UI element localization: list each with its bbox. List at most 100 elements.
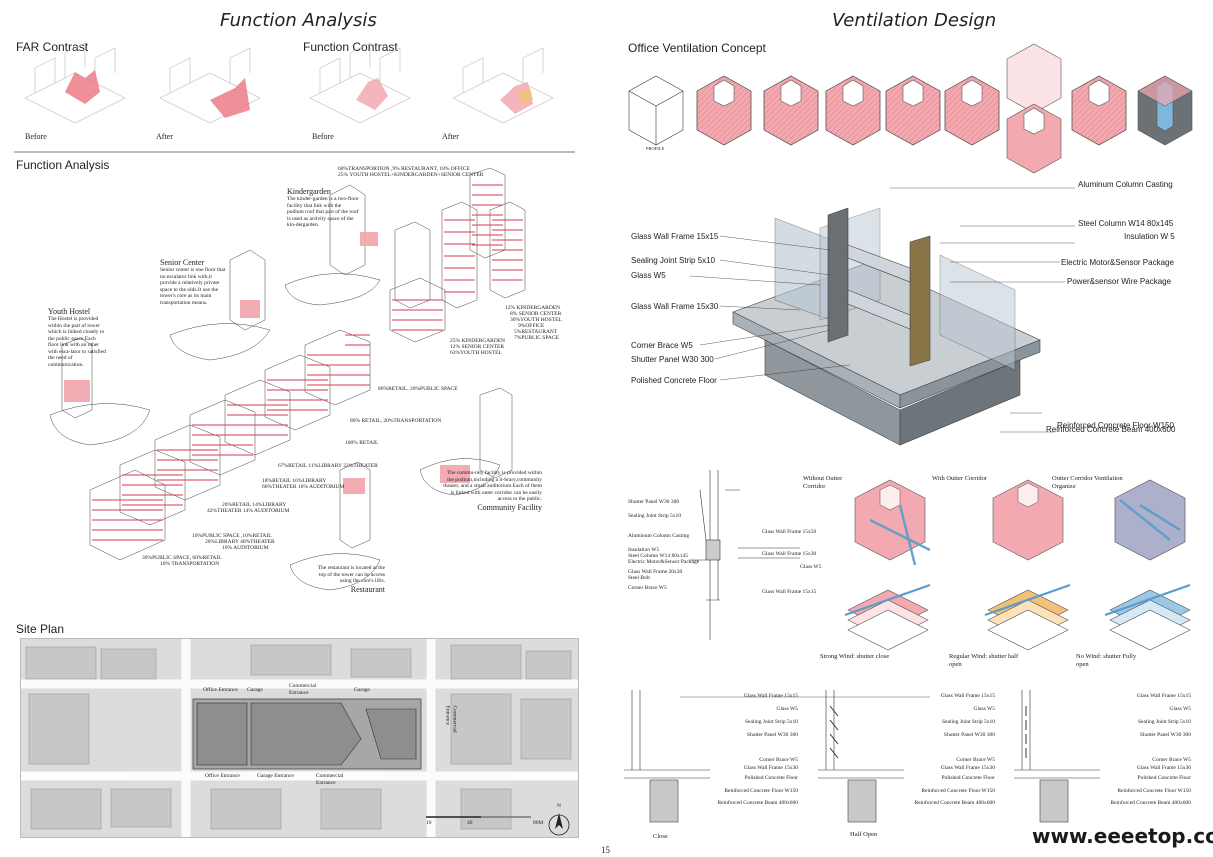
corridor-label: Outter Corridor Ventilation Organize [1052,475,1123,490]
section-label-col0: Glass W5 [776,706,798,712]
contrast-thumbnails [14,42,575,153]
ventilation-concept-hexagons [628,43,1193,174]
plan-detail-and-corridor [690,470,1191,651]
section-label-col1: Shutter Panel W30 300 [943,732,995,738]
section-label-col1: Glass Wall Frame 15x15 [940,693,995,699]
plan-label-left: Insulation W5 [628,547,660,553]
scale-label: 40 [467,820,473,826]
site-plan-title: Site Plan [16,622,65,636]
percent-label: 18%RETAIL 16%LIBRARY [262,478,327,484]
section-label-col2: Reinforced Concrete Beam 400x600 [1110,800,1192,806]
site-label: Garage Entrance [257,773,294,779]
plan-label-left: Aluminum Column Casting [628,533,690,539]
plan-label-left: Glass Wall Frame 20x30 [628,569,683,575]
watermark-text: www.eeeetop.com [1032,824,1213,848]
community-facility-block: The commu-nity facility is provided with… [440,470,542,512]
section-label-col2: Sealing Joint Strip 5x10 [1137,719,1191,725]
detail-label-right: Aluminum Column Casting [1078,180,1173,189]
plan-label-left: Corner Brace W5 [628,585,667,591]
percent-label: 10% TRANSPORTATION [160,561,220,567]
profile-label: PROFILE [646,146,665,151]
section-label-col2: Glass Wall Frame 15x15 [1136,693,1191,699]
percent-label: 67%RETAIL 11%LIBRARY 22%THEATER [278,463,378,469]
site-label: Garage [354,687,370,693]
section-label-col0: Polished Concrete Floor [744,775,798,781]
restaurant-text: The restaurant is located at the top of … [317,565,385,584]
section-label-col0: Reinforced Concrete Beam 400x600 [717,800,799,806]
percent-label: 63%YOUTH HOSTEL [450,350,502,356]
detail-label-left: Polished Concrete Floor [631,376,717,385]
corridor-label: Without Outter Corridor [803,475,843,490]
caption-after-2: After [442,132,459,141]
youth-hostel-title: Youth Hostel [48,307,91,316]
section-label-col2: Corner Brace W5 [1152,757,1191,763]
section-label-col0: Shutter Panel W30 300 [746,732,798,738]
plan-label-right: Glass Wall Frame 15x15 [762,589,817,595]
detail-label-right: Reinforced Concrete Floor W150 [1057,421,1174,430]
detail-label-right: Electric Motor&Sensor Package [1061,258,1174,267]
kindergarden-title: Kindergarden [287,187,331,196]
detail-label-right: Reinforced Concrete Beam 400x600 [1046,425,1176,434]
wind-label: Regular Wind: shutter half open [949,653,1019,668]
page-number: 15 [601,845,610,855]
detail-label-left: Glass W5 [631,271,666,280]
office-ventilation-concept-title: Office Ventilation Concept [628,41,766,55]
percent-label: 20%LIBRARY 40%THEATER [205,539,275,545]
plan-label-left: Steel Column W14 80x145 [628,553,688,559]
section-label-col2: Glass W5 [1169,706,1191,712]
youth-hostel-text: The Hostel is provided within the part o… [48,316,106,368]
percent-label: 8% SENIOR CENTER [510,311,562,317]
section-label-col0: Glass Wall Frame 15x15 [743,693,798,699]
percent-label: 80%RETAIL, 20%PUBLIC SPACE [378,386,458,392]
percent-label: 60%TRANSPORTION ,9% RESTAURANT, 18% OFFI… [338,166,470,172]
section-label-col1: Sealing Joint Strip 5x10 [941,719,995,725]
detail-label-left: Shutter Panel W30 300 [631,355,714,364]
wind-label: Strong Wind: shutter close [820,653,890,660]
section-label-col1: Reinforced Concrete Beam 400x600 [914,800,996,806]
section-label-col0: Glass Wall Frame 15x30 [743,765,798,771]
plan-label-right: Glass Wall Frame 15x30 [762,551,817,557]
section-caption-half-open: Half Open [850,831,878,838]
function-contrast-label: Function Contrast [303,40,398,54]
section-caption-close: Close [653,833,668,840]
plan-label-left: Shutter Panel W30 300 [628,499,680,505]
percent-label: 80% RETAIL, 20%TRANSPORTATION [350,418,442,424]
restaurant-block: The restaurant is located at the top of … [310,565,385,594]
section-label-col2: Reinforced Concrete Floor W150 [1117,788,1191,794]
percent-label: 5%RESTAURANT [514,329,558,335]
kindergarden-block: Kindergarden The kinder-garden is a two-… [287,187,359,229]
percent-label: 25% KINDERGARDEN [450,338,506,344]
plan-label-left: Steel Bolt [628,575,650,581]
section-label-col0: Corner Brace W5 [759,757,798,763]
section-label-col0: Sealing Joint Strip 5x10 [744,719,798,725]
section-label-col1: Glass Wall Frame 15x30 [940,765,995,771]
section-label-col1: Corner Brace W5 [956,757,995,763]
site-label: Commercial Entrance [289,683,317,696]
detail-label-right: Power&sensor Wire Package [1067,277,1172,286]
caption-after-1: After [156,132,173,141]
senior-center-title: Senior Center [160,258,205,267]
scale-label: 10 [426,820,432,826]
senior-center-text: Senior center is one floor that no escal… [160,267,226,306]
scale-label: 80M [533,820,544,826]
section-label-col0: Reinforced Concrete Floor W150 [724,788,798,794]
section-label-col2: Glass Wall Frame 15x30 [1136,765,1191,771]
detail-label-left: Sealing Joint Strip 5x10 [631,256,716,265]
plan-label-right: Glass W5 [800,564,822,570]
caption-before-1: Before [25,132,47,141]
plan-label-left: Sealing Joint Strip 5x10 [628,513,682,519]
community-facility-title: Community Facility [477,502,542,512]
percent-label: 20%RETAIL 14%LIBRARY [222,502,287,508]
plan-label-left: Electric Motor&Sensor Package [628,559,700,565]
corridor-label: With Outter Corridor [932,475,987,482]
restaurant-title: Restaurant [350,584,385,594]
percent-label: 10% AUDITORIUM [222,545,269,551]
percent-label: 10%PUBLIC SPACE ,10%RETAIL [192,533,272,539]
detail-label-right: Steel Column W14 80x145 [1078,219,1174,228]
site-plan-map: Office Entrance Garage Commercial Entran… [20,638,579,838]
site-plan-drawing [21,639,578,837]
percent-label: 30%PUBLIC SPACE, 60%RETAIL [142,555,222,561]
north-label: N [557,803,561,809]
wind-label: No Wind: shutter Fully open [1076,653,1137,668]
